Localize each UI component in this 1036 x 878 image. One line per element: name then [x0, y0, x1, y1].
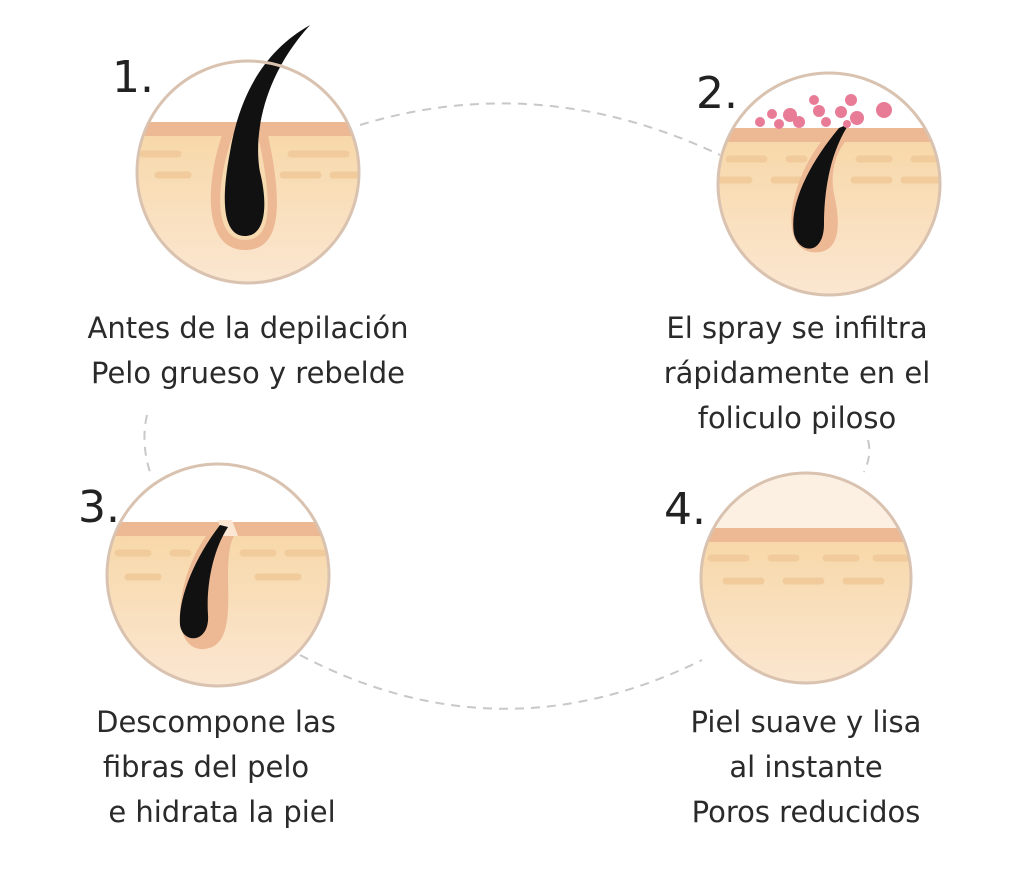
step-1-caption-line: Antes de la depilación	[88, 311, 409, 345]
hair-icon	[179, 525, 228, 639]
step-2-number: 2.	[696, 68, 738, 119]
step-2-caption-line: foliculo piloso	[698, 401, 897, 435]
step-4-illustration	[699, 471, 913, 685]
connector-3-4	[299, 654, 703, 710]
hair-icon	[793, 124, 849, 249]
step-4-caption-line: Poros reducidos	[692, 795, 921, 829]
step-3-illustration	[105, 462, 331, 688]
connector-1-3	[143, 414, 153, 479]
dashed-connectors	[143, 102, 871, 710]
connector-1-2	[359, 102, 721, 156]
step-1-illustration	[135, 25, 361, 285]
step-3-caption-line: fibras del pelo	[103, 750, 309, 784]
step-4-caption-line: al instante	[729, 750, 882, 784]
step-2-caption-line: El spray se infiltra	[666, 311, 927, 345]
step-2-illustration	[716, 71, 942, 297]
step-3-number: 3.	[78, 482, 120, 533]
step-1-number: 1.	[112, 52, 154, 103]
step-4-caption-line: Piel suave y lisa	[691, 705, 922, 739]
step-3-caption-line: e hidrata la piel	[108, 795, 335, 829]
step-2-caption-line: rápidamente en el	[664, 356, 931, 390]
connector-2-4	[863, 439, 871, 473]
hair-icon	[224, 25, 310, 236]
step-1-caption-line: Pelo grueso y rebelde	[91, 356, 405, 390]
step-3-caption-line: Descompone las	[96, 705, 336, 739]
spray-particles-icon	[755, 94, 892, 129]
step-4-number: 4.	[664, 484, 706, 535]
